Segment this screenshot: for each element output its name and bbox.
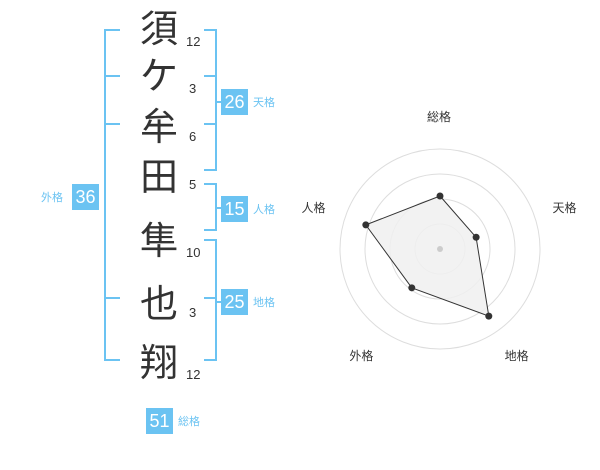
tenkaku-label: 天格 [253,96,275,109]
radar-grid-ring [364,173,516,325]
soukaku-value: 51 [146,408,173,434]
radar-axis-label: 総格 [427,110,452,124]
radar-axis-label: 人格 [301,201,326,216]
jinkaku-value: 15 [221,196,248,222]
tenkaku-bracket [204,29,217,171]
gaikaku-label: 外格 [41,191,63,204]
radar-axis-label: 天格 [552,201,577,216]
chikaku-value: 25 [221,289,248,315]
radar-axis-label: 外格 [349,348,374,363]
name-char: 也 [139,282,178,326]
name-char: 須 [139,7,178,51]
stroke-count: 12 [186,367,201,382]
radar-grid-ring [339,148,541,350]
radar-data-point [472,233,480,241]
gaikaku-value: 36 [72,184,99,210]
radar-data-point [436,192,444,200]
jinkaku-label: 人格 [253,203,275,216]
radar-center-point [437,246,443,252]
stroke-count: 12 [186,34,201,49]
name-char: 隼 [139,219,178,263]
radar-data-point [362,221,370,229]
name-char: 翔 [139,341,178,385]
tenkaku-value: 26 [221,89,248,115]
name-char: ケ [139,54,178,98]
chikaku-bracket [204,239,217,361]
soukaku-label: 総格 [178,415,200,428]
radar-series-polygon [365,195,490,317]
stroke-count: 5 [189,177,197,192]
stroke-count: 3 [189,81,197,96]
gaikaku-bracket [104,29,120,361]
stroke-count: 6 [189,129,197,144]
radar-data-point [408,284,416,292]
stroke-count: 3 [189,305,197,320]
stroke-count: 10 [186,245,201,260]
radar-data-point [485,312,493,320]
name-char: 田 [139,155,178,199]
chikaku-label: 地格 [253,296,275,309]
name-char: 牟 [139,105,178,149]
radar-axis-label: 地格 [504,348,529,363]
